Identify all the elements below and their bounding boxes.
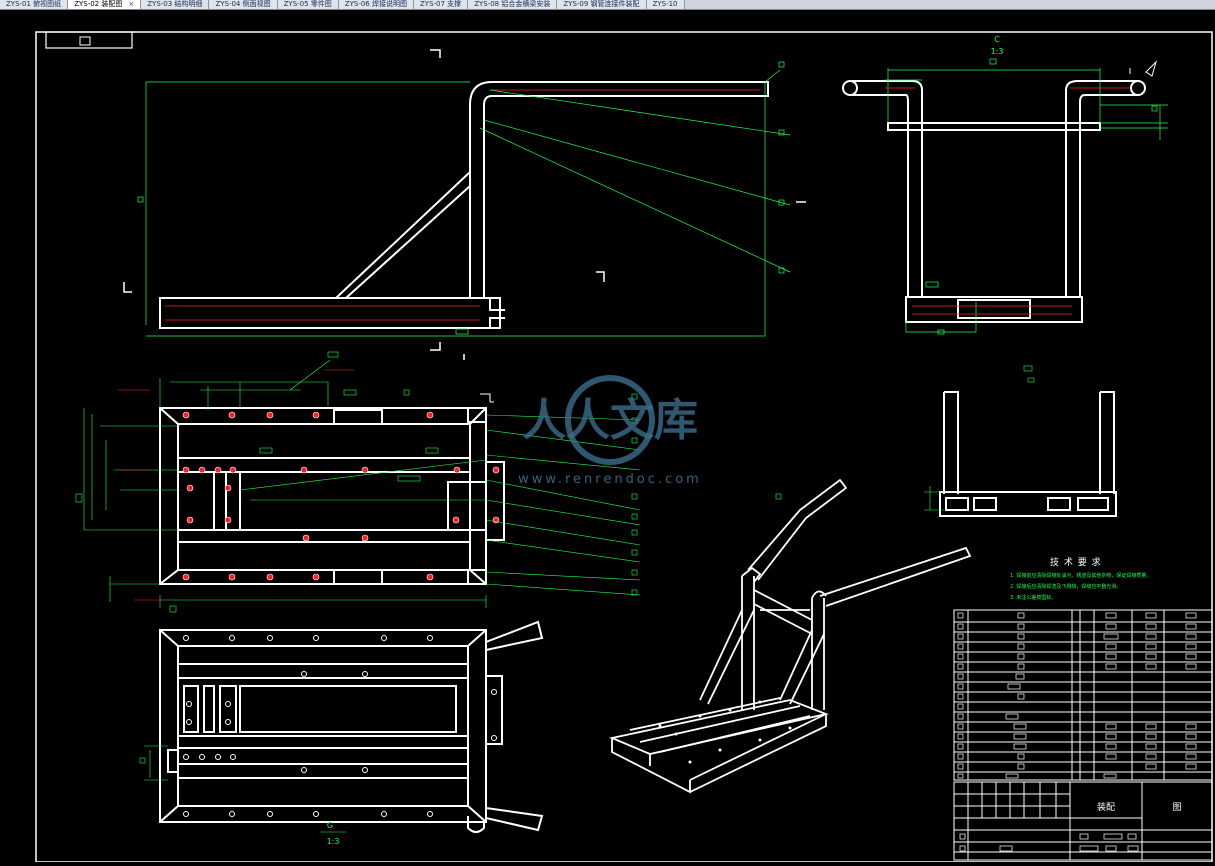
tab-label: ZYS-03 结构明细 [147,0,203,8]
tab-0[interactable]: ZYS-01 俯视图纸 [0,0,69,9]
misc-markers [480,60,1158,403]
side-view-c-dimensions [885,58,1168,335]
tech-note: 3. 未注公差按国标。 [1010,595,1057,601]
isometric-holes [658,700,792,764]
tab-9[interactable]: ZYS-10 [646,0,685,9]
title-block-cells [959,833,1139,852]
tab-label: ZYS-07 支撑 [420,0,462,8]
drawing-tab-bar: ZYS-01 俯视图纸 ZYS-02 装配图 × ZYS-03 结构明细 ZYS-… [0,0,1215,10]
end-view [939,391,1117,517]
tab-1[interactable]: ZYS-02 装配图 × [68,0,142,9]
tech-note: 2. 焊接后应清除焊渣及飞溅物，焊缝应平整光滑。 [1010,584,1122,590]
parts-list-cells [957,612,1197,779]
top-view-callouts [118,369,354,601]
tab-8[interactable]: ZYS-09 钢管连接件装配 [557,0,647,9]
parts-list [953,609,1213,781]
title-block-name: 装配 [1097,801,1115,813]
tab-label: ZYS-05 零件图 [283,0,332,8]
drawing-svg: G 1:3 C 1:3 [35,31,1213,863]
side-view-c [842,80,1146,323]
tech-notes: 1. 焊接前应清除焊接处油污、锈迹及其他杂物，保证焊接质量。 2. 焊接后应清除… [1010,571,1151,604]
front-view [159,81,769,329]
tech-note: 1. 焊接前应清除焊接处油污、锈迹及其他杂物，保证焊接质量。 [1010,573,1152,579]
view-c-label: C [994,35,1000,44]
tab-label: ZYS-10 [652,0,678,8]
tab-label: ZYS-06 焊接说明图 [344,0,407,8]
tab-label: ZYS-08 铝合金横梁安装 [474,0,551,8]
drawing-number-box [45,31,133,49]
title-block [953,781,1213,861]
tab-label: ZYS-02 装配图 [74,0,123,8]
end-view-dimensions [775,365,1035,511]
top-view-holes [182,411,500,581]
side-view-centerlines [885,87,1130,315]
isometric-view [609,478,972,794]
tab-4[interactable]: ZYS-05 零件图 [277,0,339,9]
tab-label: ZYS-04 侧面视图 [215,0,271,8]
tab-label: ZYS-01 俯视图纸 [6,0,62,8]
tab-7[interactable]: ZYS-08 铝合金横梁安装 [468,0,558,9]
tab-2[interactable]: ZYS-03 结构明细 [141,0,210,9]
view-g-label: G [327,821,333,830]
bottom-view-g [159,620,544,833]
tab-5[interactable]: ZYS-06 焊接说明图 [338,0,414,9]
bottom-view-holes [183,635,497,817]
tech-requirements-title: 技 术 要 求 [1050,558,1102,568]
top-view [159,407,505,585]
cad-canvas[interactable]: G 1:3 C 1:3 [0,10,1215,863]
bottom-view-dimensions [139,745,346,833]
close-icon[interactable]: × [128,0,135,8]
tab-3[interactable]: ZYS-04 侧面视图 [209,0,278,9]
tab-6[interactable]: ZYS-07 支撑 [414,0,469,9]
title-block-company: 图 [1172,802,1181,813]
drawing-number-glyph [79,36,91,46]
tab-label: ZYS-09 钢管连接件装配 [563,0,640,8]
view-g-scale: 1:3 [327,837,340,846]
drawing-frame [35,31,1213,863]
front-view-dimensions [137,61,791,337]
top-view-leaders [75,351,641,613]
section-markers [123,49,806,360]
view-c-scale: 1:3 [991,47,1004,56]
